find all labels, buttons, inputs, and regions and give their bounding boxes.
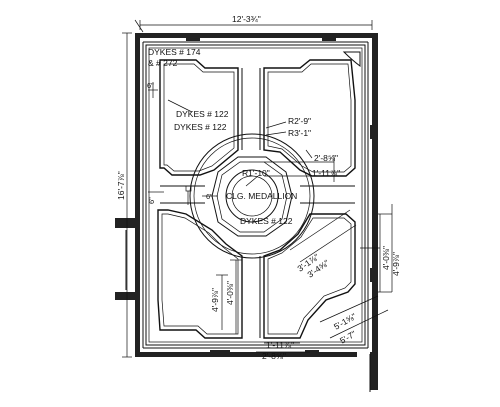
dim-4-0-left: 4'-0⅜" (225, 281, 235, 305)
dim-2-8-bottom: 2'-8⅝" (262, 351, 286, 361)
dim-6-top: 6" (147, 81, 154, 90)
dykes-174-sub-label: & # 272 (148, 58, 178, 68)
dykes-122-label-c: DYKES # 122 (240, 216, 293, 226)
medallion-label: CLG. MEDALLION (226, 191, 297, 201)
dykes-174-label: DYKES # 174 (148, 47, 201, 57)
corner-ornament (342, 51, 361, 68)
radius-inner-label: R3'-1" (288, 128, 311, 138)
dykes-122-label-b: DYKES # 122 (174, 122, 227, 132)
dim-4-9-left: 4'-9⅞" (210, 288, 220, 312)
radius-medallion-label: R1'-10" (242, 168, 270, 178)
radius-outer-label: R2'-9" (288, 116, 311, 126)
dim-2-8-top: 2'-8⅝" (314, 153, 338, 163)
dykes-122-label-a: DYKES # 122 (176, 109, 229, 119)
dim-6-left: 6" (147, 197, 156, 204)
dim-1-11-top: 1'-11⅞" (312, 168, 340, 178)
dim-4-0-right: 4'-0⅜" (381, 246, 391, 270)
perimeter-molding (145, 44, 366, 346)
ceiling-medallion (225, 169, 279, 223)
dimension-lines (122, 19, 393, 358)
overall-height-label: 16'-7⅞" (116, 171, 126, 200)
dim-5-1-diag: 5'-1⅝" (332, 311, 358, 332)
panel-top-right (263, 59, 356, 177)
panel-top-left (159, 59, 239, 176)
central-ring (189, 133, 315, 259)
dim-6-center: 6" (206, 192, 213, 201)
dim-4-9-right: 4'-9⅞" (391, 252, 401, 276)
panel-bottom-right (263, 213, 356, 339)
walls (115, 33, 378, 392)
dim-5-7-diag: 5'-7" (338, 329, 358, 346)
overall-width-label: 12'-3¾" (232, 14, 261, 24)
dim-1-11-bottom: 1'-11⅞" (266, 340, 294, 350)
